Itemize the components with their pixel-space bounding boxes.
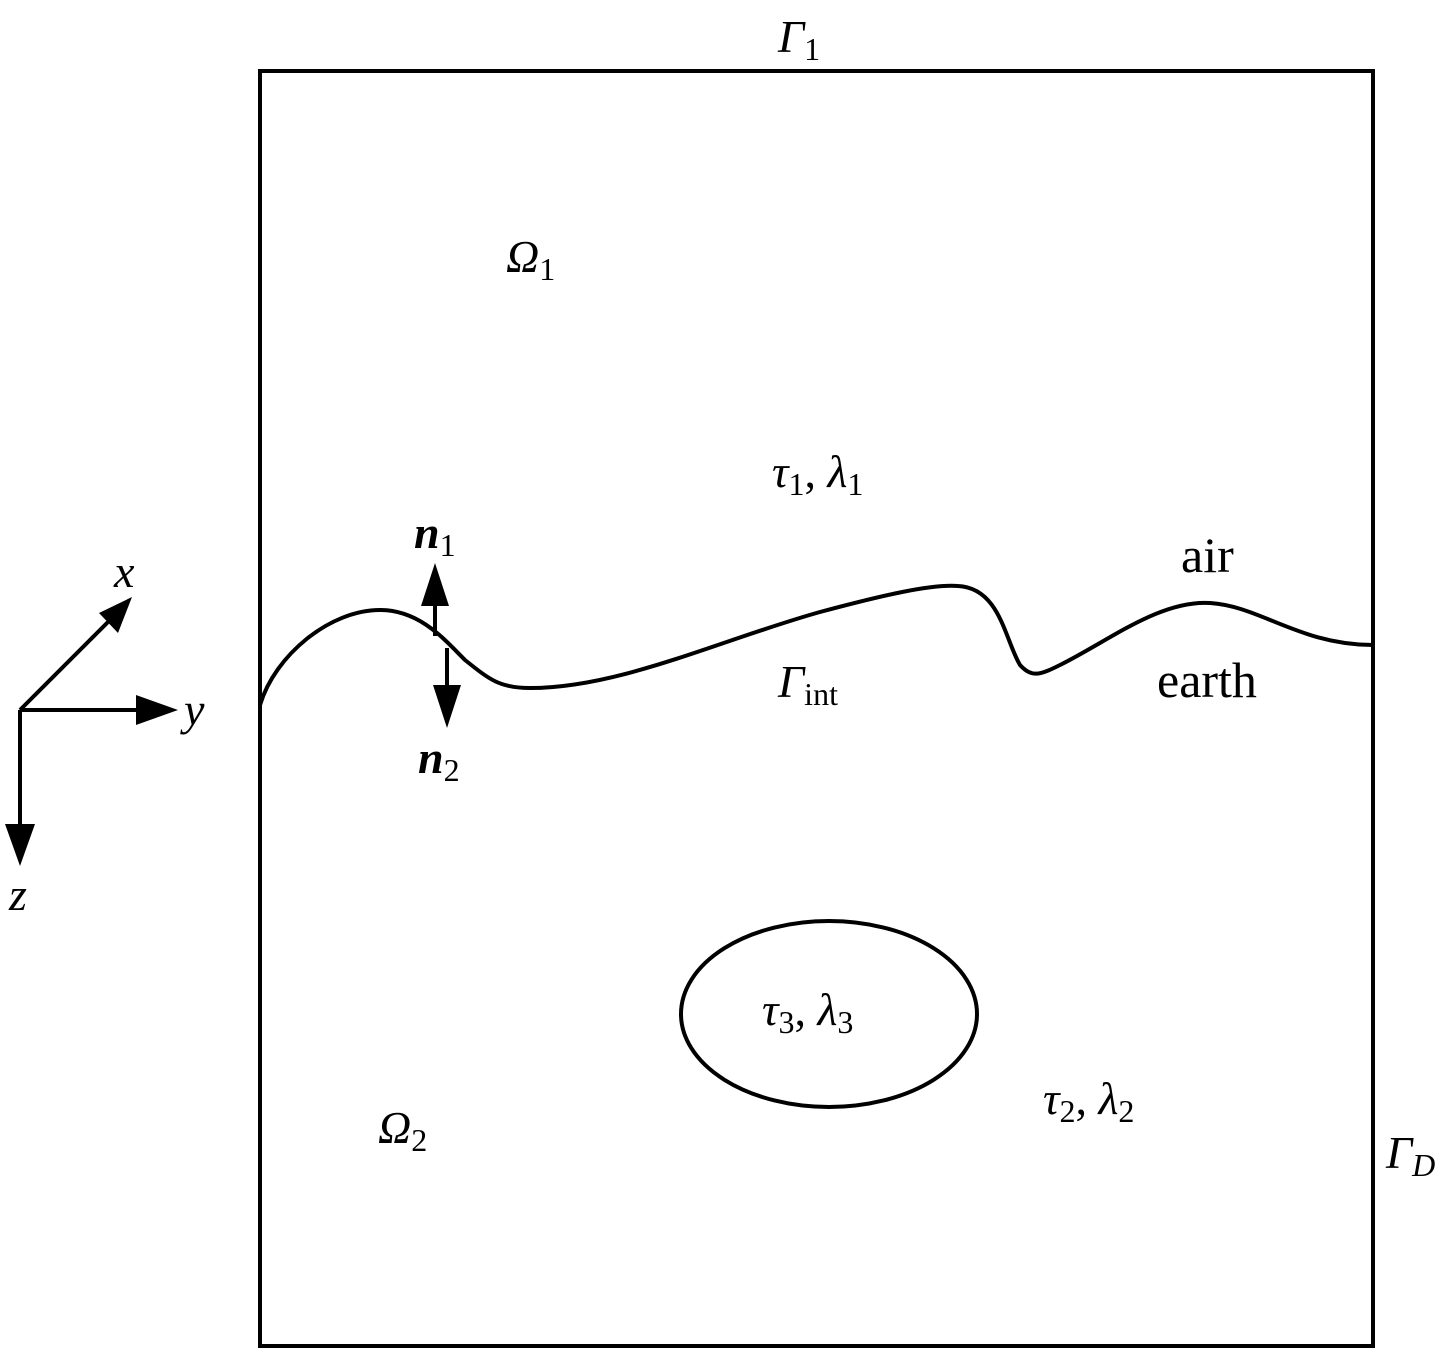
interface-curve	[258, 583, 1374, 706]
label-axis-z: z	[8, 869, 27, 920]
label-params-2: τ2, λ2	[1043, 1073, 1134, 1129]
label-omega-1: Ω1	[506, 231, 555, 287]
label-gamma-1: Γ1	[777, 11, 820, 67]
label-omega-2: Ω2	[378, 1102, 427, 1158]
label-n2: n2	[418, 732, 460, 788]
label-n1: n1	[414, 507, 456, 563]
label-earth: earth	[1157, 652, 1257, 708]
label-axis-x: x	[113, 546, 135, 597]
domain-boundary-box	[258, 69, 1375, 1348]
axis-arrow-icon	[5, 597, 178, 866]
label-gamma-d: ΓD	[1385, 1127, 1435, 1183]
anomaly-ellipse	[679, 919, 979, 1109]
arrow-down-icon	[433, 648, 461, 728]
label-params-3: τ3, λ3	[762, 984, 853, 1040]
label-gamma-int: Γint	[777, 656, 838, 712]
label-axis-y: y	[180, 684, 205, 735]
label-air: air	[1181, 527, 1234, 583]
label-params-1: τ1, λ1	[772, 446, 863, 502]
arrow-up-icon	[421, 563, 449, 636]
